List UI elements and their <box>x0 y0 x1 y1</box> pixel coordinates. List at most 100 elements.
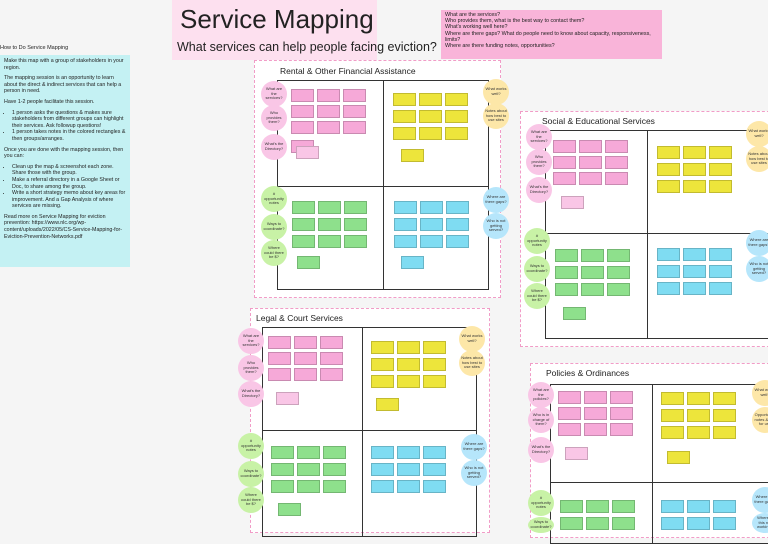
sticky-note[interactable] <box>558 407 581 420</box>
sticky-note[interactable] <box>423 375 446 388</box>
sticky-note[interactable] <box>318 201 341 214</box>
sticky-note[interactable] <box>657 146 680 159</box>
prompt-bubble-providers[interactable]: Who provides them? <box>526 149 552 175</box>
sticky-note[interactable] <box>423 358 446 371</box>
sticky-note[interactable] <box>560 517 583 530</box>
sticky-note[interactable] <box>343 121 366 134</box>
sticky-note[interactable] <box>344 218 367 231</box>
sticky-note[interactable] <box>291 105 314 118</box>
sticky-note[interactable] <box>579 140 602 153</box>
sticky-note[interactable] <box>320 336 343 349</box>
sticky-note[interactable] <box>394 201 417 214</box>
sticky-note[interactable] <box>610 407 633 420</box>
sticky-note[interactable] <box>371 463 394 476</box>
sticky-note[interactable] <box>553 156 576 169</box>
sticky-note[interactable] <box>268 352 291 365</box>
sticky-note[interactable] <box>397 446 420 459</box>
sticky-note[interactable] <box>297 480 320 493</box>
sticky-note[interactable] <box>683 282 706 295</box>
sticky-note[interactable] <box>607 266 630 279</box>
sticky-note[interactable] <box>401 149 424 162</box>
prompt-bubble-opportunity[interactable]: # opportunity notes <box>528 490 554 516</box>
sticky-note[interactable] <box>297 256 320 269</box>
prompt-bubble-directory[interactable]: What's the Directory? <box>528 437 554 463</box>
sticky-note[interactable] <box>371 358 394 371</box>
sticky-note[interactable] <box>318 218 341 231</box>
sticky-note[interactable] <box>713 517 736 530</box>
prompt-bubble-not-served[interactable]: Who is not getting served? <box>746 256 768 282</box>
sticky-note[interactable] <box>581 283 604 296</box>
sticky-note[interactable] <box>419 127 442 140</box>
sticky-note[interactable] <box>561 196 584 209</box>
howto-note[interactable]: Make this map with a group of stakeholde… <box>0 55 130 267</box>
sticky-note[interactable] <box>683 180 706 193</box>
sticky-note[interactable] <box>579 156 602 169</box>
sticky-note[interactable] <box>445 93 468 106</box>
sticky-note[interactable] <box>343 105 366 118</box>
sticky-note[interactable] <box>709 163 732 176</box>
prompt-bubble-notes[interactable]: Notes about how best to use sites <box>483 103 509 129</box>
sticky-note[interactable] <box>268 368 291 381</box>
sticky-note[interactable] <box>605 140 628 153</box>
sticky-note[interactable] <box>687 409 710 422</box>
sticky-note[interactable] <box>605 172 628 185</box>
prompt-bubble-services[interactable]: What are the services? <box>238 328 264 354</box>
sticky-note[interactable] <box>420 218 443 231</box>
sticky-note[interactable] <box>296 146 319 159</box>
sticky-note[interactable] <box>709 248 732 261</box>
sticky-note[interactable] <box>371 341 394 354</box>
sticky-note[interactable] <box>371 446 394 459</box>
sticky-note[interactable] <box>291 89 314 102</box>
sticky-note[interactable] <box>323 480 346 493</box>
prompt-bubble-coordinate[interactable]: Ways to coordinate? <box>524 256 550 282</box>
prompt-bubble-not-served[interactable]: Who is not getting served? <box>483 213 509 239</box>
sticky-note[interactable] <box>401 256 424 269</box>
sticky-note[interactable] <box>584 407 607 420</box>
sticky-note[interactable] <box>713 426 736 439</box>
sticky-note[interactable] <box>445 127 468 140</box>
prompt-bubble-notes[interactable]: Notes about how best to use sites <box>746 146 768 172</box>
sticky-note[interactable] <box>291 121 314 134</box>
sticky-note[interactable] <box>657 248 680 261</box>
sticky-note[interactable] <box>657 265 680 278</box>
sticky-note[interactable] <box>294 352 317 365</box>
prompt-bubble-works-well[interactable]: What works well? <box>752 380 768 406</box>
prompt-bubble-opportunity[interactable]: # opportunity notes <box>261 186 287 212</box>
sticky-note[interactable] <box>318 235 341 248</box>
sticky-note[interactable] <box>612 517 635 530</box>
prompt-bubble-funding[interactable]: Where could there be $? <box>524 283 550 309</box>
sticky-note[interactable] <box>661 517 684 530</box>
sticky-note[interactable] <box>445 110 468 123</box>
prompt-bubble-coordinate[interactable]: Ways to coordinate? <box>528 517 554 533</box>
sticky-note[interactable] <box>344 235 367 248</box>
prompt-bubble-gaps[interactable]: Where are there gaps? <box>483 187 509 213</box>
sticky-note[interactable] <box>683 146 706 159</box>
prompt-bubble-policies[interactable]: What are the policies? <box>528 382 554 408</box>
sticky-note[interactable] <box>376 398 399 411</box>
sticky-note[interactable] <box>343 89 366 102</box>
sticky-note[interactable] <box>555 283 578 296</box>
prompt-bubble-works-well[interactable]: What works well? <box>459 326 485 352</box>
sticky-note[interactable] <box>297 463 320 476</box>
questions-note[interactable]: What are the services? Who provides them… <box>441 10 662 59</box>
sticky-note[interactable] <box>292 218 315 231</box>
sticky-note[interactable] <box>581 266 604 279</box>
sticky-note[interactable] <box>394 235 417 248</box>
sticky-note[interactable] <box>713 392 736 405</box>
sticky-note[interactable] <box>610 391 633 404</box>
sticky-note[interactable] <box>423 446 446 459</box>
sticky-note[interactable] <box>713 500 736 513</box>
prompt-bubble-funding[interactable]: Where could there be $? <box>238 487 264 513</box>
sticky-note[interactable] <box>420 235 443 248</box>
sticky-note[interactable] <box>271 480 294 493</box>
sticky-note[interactable] <box>661 409 684 422</box>
sticky-note[interactable] <box>683 265 706 278</box>
sticky-note[interactable] <box>423 480 446 493</box>
sticky-note[interactable] <box>317 89 340 102</box>
prompt-bubble-directory[interactable]: What's the Directory? <box>261 134 287 160</box>
sticky-note[interactable] <box>397 375 420 388</box>
prompt-bubble-works-well[interactable]: What works well? <box>483 79 509 105</box>
sticky-note[interactable] <box>394 218 417 231</box>
prompt-bubble-works-well[interactable]: What works well? <box>746 121 768 147</box>
sticky-note[interactable] <box>397 463 420 476</box>
